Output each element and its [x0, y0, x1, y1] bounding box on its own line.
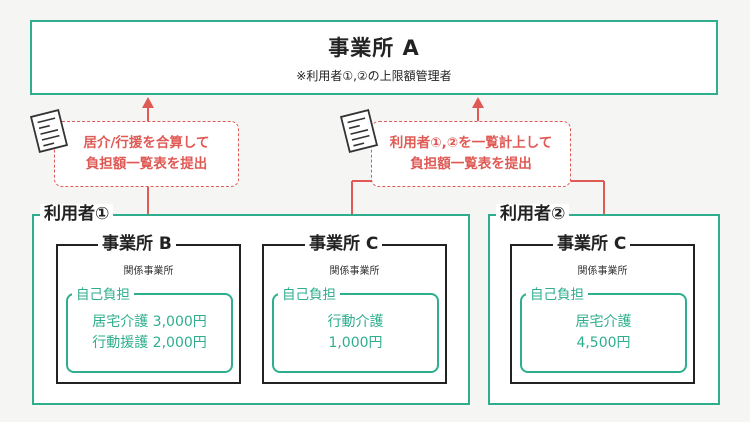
user2-label: 利用者② [496, 204, 570, 224]
office-a-title: 事業所 A [328, 35, 420, 60]
note-left: 居介/行援を合算して 負担額一覧表を提出 [54, 121, 239, 187]
document-icon [339, 109, 379, 153]
document-icon [29, 109, 69, 153]
office-b-burden-label: 自己負担 [72, 287, 134, 303]
office-c-user1-subtitle: 関係事業所 [329, 266, 380, 277]
office-c-user1-title: 事業所 C [305, 234, 383, 254]
office-c-user1-burden-line2: 1,000円 [328, 335, 383, 351]
office-b-burden-line2: 行動援護 2,000円 [92, 335, 207, 351]
office-a-subtitle: ※利用者①,②の上限額管理者 [296, 68, 452, 83]
note-right-line2: 負担額一覧表を提出 [410, 156, 532, 172]
arrow-head-right [472, 97, 484, 108]
office-c-user2-subtitle: 関係事業所 [577, 266, 628, 277]
office-c-user2-burden-line1: 居宅介護 [575, 314, 632, 330]
office-b-title: 事業所 B [98, 234, 176, 254]
office-b-burden-box: 居宅介護 3,000円 行動援護 2,000円 [66, 293, 233, 373]
user1-label: 利用者① [40, 204, 114, 224]
arrow-head-left [142, 97, 154, 108]
office-c-user2-burden-label: 自己負担 [526, 287, 588, 303]
office-c-user2-burden-box: 居宅介護 4,500円 [520, 293, 687, 373]
note-left-line2: 負担額一覧表を提出 [85, 156, 208, 172]
office-a-box: 事業所 A ※利用者①,②の上限額管理者 [30, 20, 718, 95]
note-right-line1: 利用者①,②を一覧計上して [389, 135, 553, 151]
office-c-user1-burden-line1: 行動介護 [327, 314, 384, 330]
office-c-user2-burden-line2: 4,500円 [576, 335, 631, 351]
office-c-user1-burden-label: 自己負担 [278, 287, 340, 303]
note-left-line1: 居介/行援を合算して [83, 135, 210, 151]
office-b-subtitle: 関係事業所 [123, 266, 174, 277]
office-b-burden-line1: 居宅介護 3,000円 [92, 314, 207, 330]
office-c-user1-burden-box: 行動介護 1,000円 [272, 293, 439, 373]
note-right: 利用者①,②を一覧計上して 負担額一覧表を提出 [371, 121, 571, 187]
office-c-user2-title: 事業所 C [553, 234, 631, 254]
